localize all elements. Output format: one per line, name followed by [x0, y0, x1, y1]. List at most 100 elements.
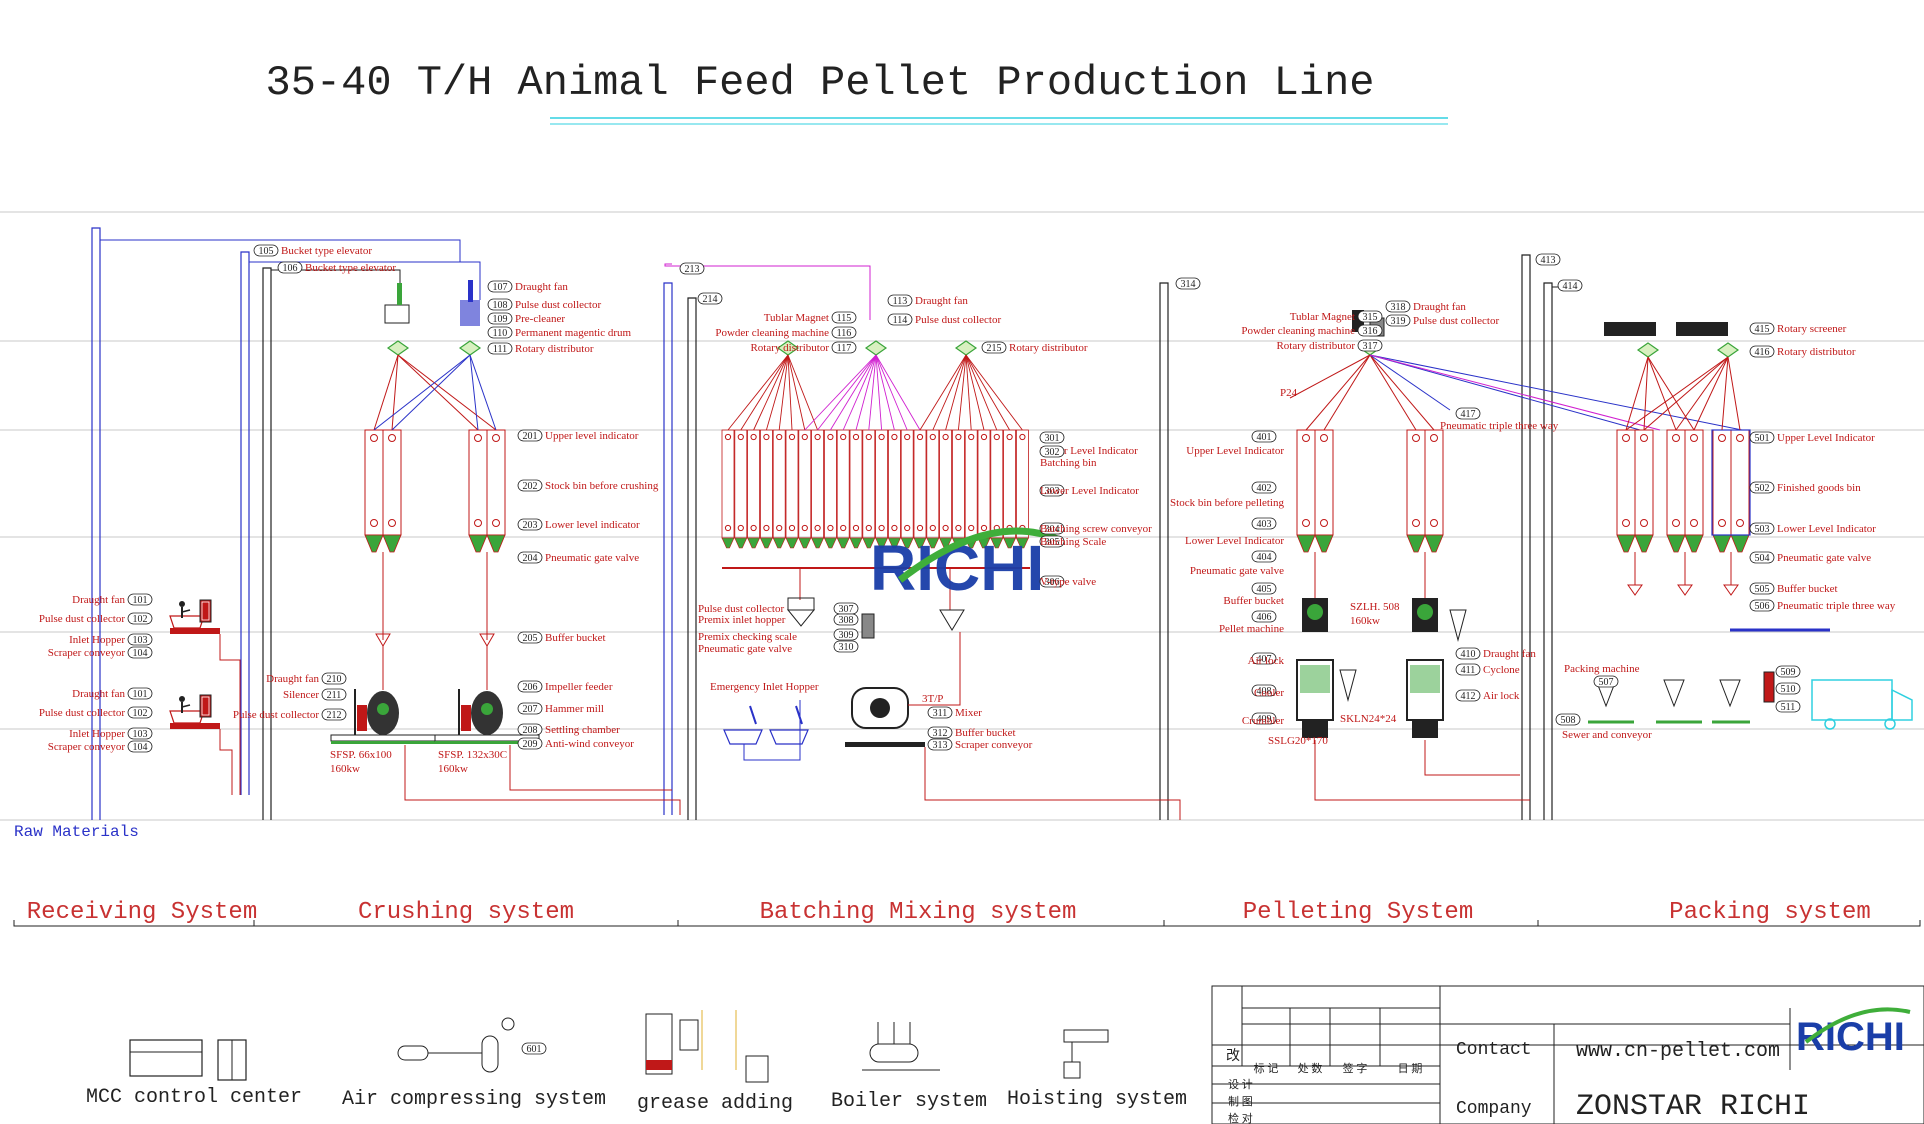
company-value: ZONSTAR RICHI — [1576, 1090, 1810, 1124]
callout-tag — [517, 479, 543, 492]
crushing-top-callout-label: Draught fan — [515, 281, 568, 293]
crushing-callout-label: Settling chamber — [545, 724, 620, 736]
batching-bin — [913, 429, 927, 549]
callout-tag — [1357, 339, 1383, 352]
pelleting-top-callout-label: Tublar Magnet — [1290, 311, 1355, 323]
crushing-top-callout-label: Pulse dust collector — [515, 299, 601, 311]
callout-tag — [981, 341, 1007, 354]
pelleting-top-callout-label: Draught fan — [1413, 301, 1466, 313]
callout-number: 312 — [933, 728, 948, 739]
utility-label: Boiler system — [831, 1090, 987, 1113]
callout-tag — [1775, 700, 1801, 713]
distribution-line — [727, 354, 789, 431]
callout-tag — [1251, 517, 1277, 530]
callout-tag — [1039, 445, 1065, 458]
callout-tag — [1251, 652, 1277, 665]
callout-tag — [321, 708, 347, 721]
callout-number: 508 — [1561, 715, 1576, 726]
crushing-callout-label: Buffer bucket — [545, 632, 606, 644]
receiving-callout-label: Scraper conveyor — [48, 741, 126, 753]
mill-model: SFSP. 132x30C — [438, 749, 507, 761]
callout-tag — [521, 1042, 547, 1055]
callout-number: 507 — [1599, 677, 1614, 688]
callout-tag — [1175, 277, 1201, 290]
callout-number: 101 — [133, 689, 148, 700]
title-block-header: 签 字 — [1343, 1061, 1368, 1075]
callout-tag — [277, 261, 303, 274]
callout-tag — [487, 312, 513, 325]
callout-tag — [1555, 713, 1581, 726]
callout-number: 213 — [685, 264, 700, 275]
callout-number: 416 — [1755, 347, 1770, 358]
company-label: Company — [1456, 1099, 1532, 1119]
callout-tag — [1455, 647, 1481, 660]
callout-number: 204 — [523, 553, 538, 564]
distribution-line — [787, 354, 806, 431]
callout-number: 415 — [1755, 324, 1770, 335]
callout-number: 106 — [283, 263, 298, 274]
premix-callout-label: Premix inlet hopper — [698, 614, 786, 626]
callout-tag — [127, 727, 153, 740]
diagram-title: 35-40 T/H Animal Feed Pellet Production … — [266, 59, 1375, 107]
elevator-callout-label: Bucket type elevator — [281, 245, 372, 257]
callout-tag — [517, 702, 543, 715]
callout-number: 311 — [933, 708, 948, 719]
distribution-line — [804, 354, 877, 431]
callout-tag — [517, 518, 543, 531]
batching-bin — [785, 429, 799, 549]
title-block-header: 处 数 — [1298, 1062, 1323, 1075]
callout-number: 107 — [493, 282, 508, 293]
callout-number: 305 — [1045, 537, 1060, 548]
callout-number: 111 — [493, 344, 507, 355]
callout-tag — [833, 613, 859, 626]
callout-tag — [927, 738, 953, 751]
batching-callout-label: Batching screw conveyor — [1040, 523, 1152, 535]
callout-number: 505 — [1755, 584, 1770, 595]
batching-callout-label: Upper Level Indicator — [1040, 445, 1138, 457]
callout-number: 116 — [837, 328, 852, 339]
callout-tag — [1039, 431, 1065, 444]
callout-number: 315 — [1363, 312, 1378, 323]
compressor-icon — [397, 1017, 515, 1073]
batching-bin — [939, 429, 953, 549]
truck — [1811, 679, 1913, 730]
callout-number: 108 — [493, 300, 508, 311]
callout-number: 313 — [933, 740, 948, 751]
pelleting-callout-label: Cooler — [1254, 687, 1284, 699]
callout-tag — [887, 313, 913, 326]
callout-tag — [1385, 314, 1411, 327]
distribution-line — [945, 354, 967, 431]
pelleting-bins — [1289, 310, 1743, 801]
mill-callout-label: Pulse dust collector — [233, 709, 319, 721]
callout-number: 110 — [493, 328, 508, 339]
callout-tag — [1251, 550, 1277, 563]
batching-bin — [926, 429, 940, 549]
p24-label: P24 — [1280, 387, 1298, 399]
distribution-line — [875, 354, 921, 431]
mill-power: 160kw — [438, 763, 468, 775]
distribution-line — [875, 354, 908, 431]
batching-bin — [900, 429, 914, 549]
batching-bin — [772, 429, 786, 549]
pelleting-callout-label: Buffer bucket — [1223, 595, 1284, 607]
callout-number: 411 — [1461, 665, 1476, 676]
callout-tag — [127, 687, 153, 700]
callout-number: 113 — [893, 296, 908, 307]
distribution-line — [919, 354, 967, 431]
distribution-line — [965, 354, 972, 431]
callout-number: 407 — [1257, 654, 1272, 665]
batching-top-callout-label: Rotary distributor — [1009, 342, 1088, 354]
batching-top-callout-label: Draught fan — [915, 295, 968, 307]
batching-top-callout-label: Tublar Magnet — [764, 312, 829, 324]
pelleting-top-callout-label: Powder cleaning machine — [1241, 325, 1355, 337]
callout-number: 317 — [1363, 341, 1378, 352]
packing-bottom-label: Packing machine — [1564, 663, 1640, 675]
callout-tag — [517, 680, 543, 693]
section-brackets — [13, 920, 1921, 927]
richi-logo-titleblock: RICHI — [1796, 1007, 1911, 1059]
callout-number: 303 — [1045, 486, 1060, 497]
pelleting-right-callout-label: Cyclone — [1483, 664, 1520, 676]
callout-tag — [1357, 324, 1383, 337]
callout-number: 104 — [133, 742, 148, 753]
